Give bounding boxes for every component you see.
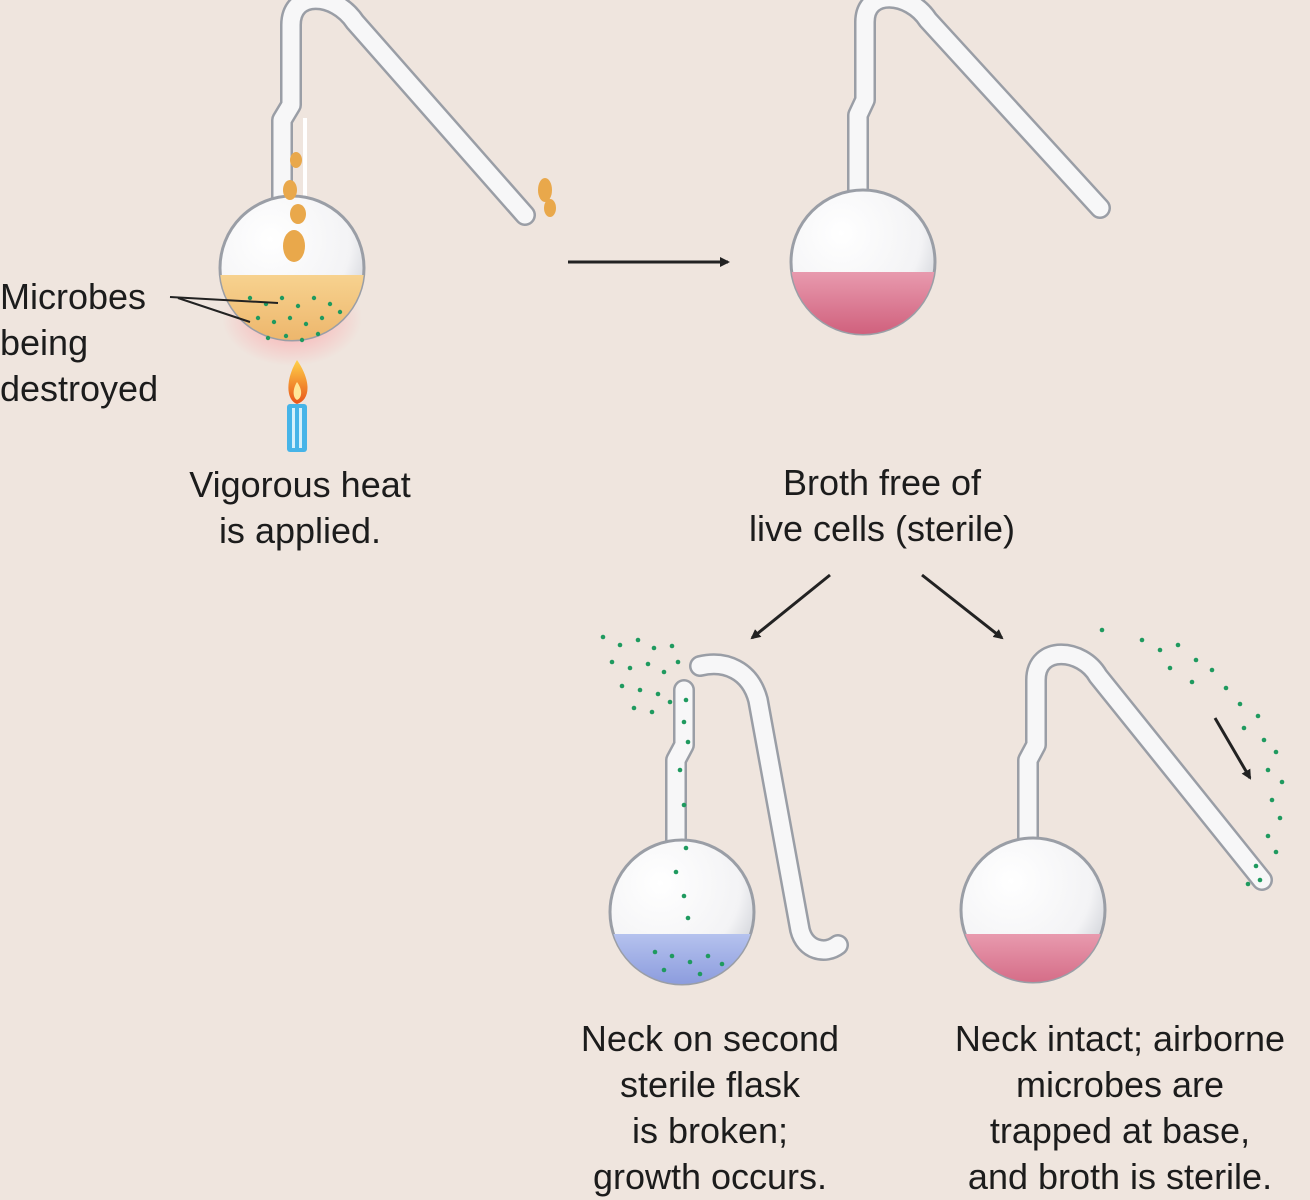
sterile-caption-line: live cells (sterile) — [748, 508, 1016, 549]
flask-2-neck — [849, 0, 1109, 217]
steam-bubbles — [283, 152, 556, 262]
contaminated-broth — [610, 934, 754, 984]
airborne-microbes-right — [1099, 627, 1285, 887]
intact-neck-caption-line: trapped at base, — [989, 1110, 1251, 1151]
microbes-label-line: Microbes — [0, 276, 147, 317]
broken-neck-caption-line: sterile flask — [619, 1064, 801, 1105]
microbes-pointer — [169, 296, 279, 323]
intact-neck-flask — [959, 627, 1285, 984]
arrow-icon — [1213, 717, 1252, 780]
flask-1-neck — [273, 0, 534, 224]
heated-flask — [218, 0, 556, 452]
microbes-label-line: being — [0, 322, 89, 363]
intact-neck-caption-line: Neck intact; airborne — [954, 1018, 1286, 1059]
broken-neck-flask — [600, 634, 849, 986]
sterile-caption-line: Broth free of — [782, 462, 982, 503]
heat-caption: Vigorous heat is applied. — [150, 462, 450, 554]
sterile-flask — [789, 0, 1111, 336]
broken-neck-piece — [691, 655, 847, 959]
microbes-label-line: destroyed — [0, 368, 159, 409]
heat-caption-line: Vigorous heat — [189, 464, 411, 505]
sterile-caption: Broth free of live cells (sterile) — [712, 460, 1052, 552]
sterile-broth — [791, 272, 935, 334]
intact-neck-caption: Neck intact; airborne microbes are trapp… — [930, 1016, 1310, 1200]
microbes-label: Microbes being destroyed — [0, 274, 158, 412]
microbe-dots-falling — [652, 697, 725, 977]
broken-neck-caption-line: growth occurs. — [592, 1156, 828, 1197]
flame-icon — [287, 360, 308, 452]
flask-3-stub — [667, 681, 693, 854]
airborne-microbes-left — [600, 634, 681, 715]
arrow-icon — [750, 573, 831, 640]
heat-caption-line: is applied. — [218, 510, 382, 551]
flask-4-neck — [1019, 646, 1271, 889]
arrow-icon — [921, 573, 1004, 640]
intact-neck-caption-line: and broth is sterile. — [967, 1156, 1273, 1197]
broken-neck-caption-line: Neck on second — [580, 1018, 840, 1059]
intact-neck-caption-line: microbes are — [1015, 1064, 1225, 1105]
broken-neck-caption: Neck on second sterile flask is broken; … — [555, 1016, 865, 1200]
sterile-broth — [961, 934, 1105, 982]
broken-neck-caption-line: is broken; — [631, 1110, 789, 1151]
